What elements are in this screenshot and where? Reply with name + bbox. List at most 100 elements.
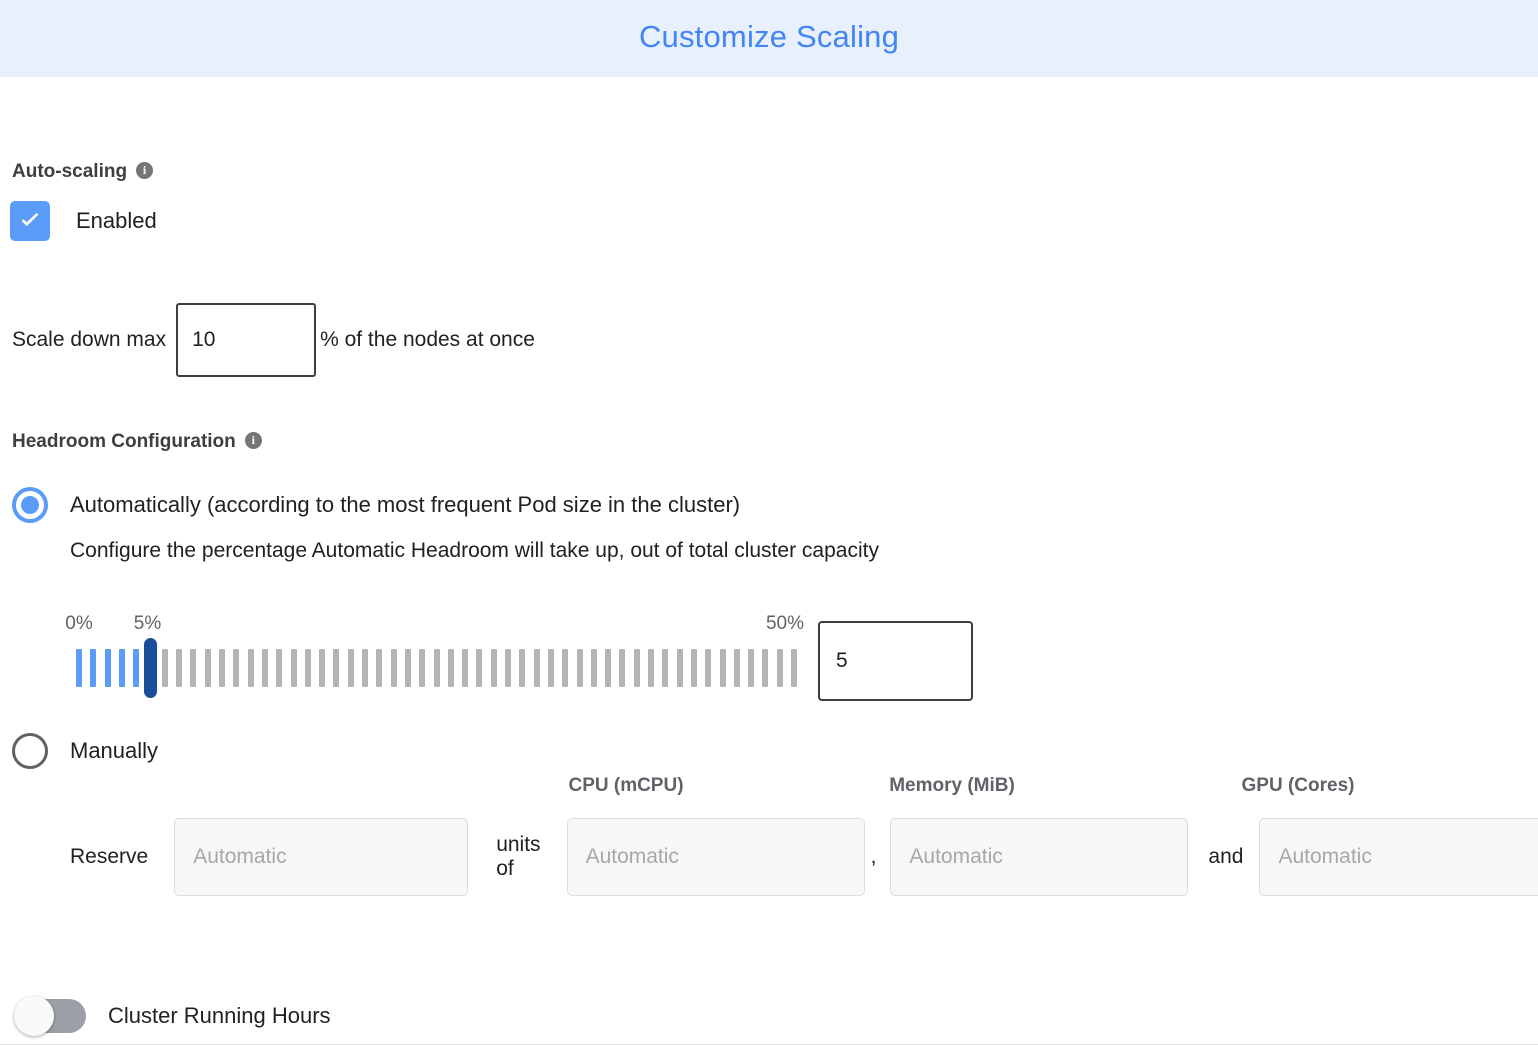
slider-current-label: 5%	[133, 613, 162, 634]
slider-tick[interactable]	[462, 649, 469, 687]
slider-tick[interactable]	[376, 649, 383, 687]
gpu-input[interactable]	[1259, 818, 1538, 896]
info-icon-glyph: i	[251, 432, 255, 447]
slider-thumb[interactable]	[144, 638, 157, 698]
slider-tick[interactable]	[319, 649, 326, 687]
radio-manually-label: Manually	[70, 738, 159, 763]
slider-tick[interactable]	[390, 649, 397, 687]
slider-tick[interactable]	[104, 649, 111, 687]
check-icon	[21, 212, 39, 227]
slider-tick[interactable]	[290, 649, 297, 687]
slider-tick[interactable]	[190, 649, 197, 687]
slider-tick[interactable]	[590, 649, 597, 687]
radio-manually[interactable]	[12, 733, 48, 769]
slider-tick[interactable]	[576, 649, 583, 687]
scale-down-max-input[interactable]	[176, 303, 317, 377]
slider-tick[interactable]	[261, 649, 268, 687]
slider-tick[interactable]	[519, 649, 526, 687]
slider-min-label: 0%	[65, 613, 93, 634]
slider-tick[interactable]	[648, 649, 654, 687]
scale-down-max-label: Scale down max	[12, 328, 167, 351]
reserve-column-headers: CPU (mCPU) Memory (MiB) GPU (Cores)	[0, 775, 1538, 801]
page-title: Customize Scaling	[638, 18, 900, 54]
slider-tick[interactable]	[791, 649, 797, 687]
headroom-section-header: Headroom Configuration i	[12, 431, 262, 453]
slider-tick[interactable]	[547, 649, 554, 687]
slider-tick[interactable]	[176, 649, 183, 687]
cpu-input[interactable]	[566, 818, 865, 896]
page-header: Customize Scaling	[0, 0, 1538, 77]
slider-tick[interactable]	[490, 649, 497, 687]
slider-tick[interactable]	[247, 649, 254, 687]
info-icon[interactable]: i	[244, 431, 262, 449]
cluster-running-hours-row[interactable]: Cluster Running Hours	[14, 996, 331, 1036]
radio-automatic[interactable]	[12, 487, 48, 523]
slider-tick[interactable]	[419, 649, 426, 687]
reserve-label: Reserve	[70, 845, 149, 868]
info-icon-glyph: i	[142, 162, 147, 177]
enabled-checkbox[interactable]	[10, 201, 50, 241]
enabled-label: Enabled	[76, 208, 157, 233]
slider-tick[interactable]	[304, 649, 311, 687]
units-of-label: units of	[496, 833, 541, 880]
slider-tick[interactable]	[605, 649, 612, 687]
slider-tick[interactable]	[733, 649, 740, 687]
memory-input[interactable]	[890, 818, 1189, 896]
slider-tick[interactable]	[705, 649, 712, 687]
slider-tick[interactable]	[562, 649, 569, 687]
slider-tick[interactable]	[233, 649, 240, 687]
slider-tick[interactable]	[776, 649, 783, 687]
info-icon[interactable]: i	[136, 161, 154, 179]
slider-scale-labels: 0% 5% 50%	[65, 613, 806, 639]
slider-tick[interactable]	[347, 649, 354, 687]
reserve-row: Reserve units of , and	[70, 818, 1538, 896]
slider-tick[interactable]	[748, 649, 755, 687]
slider-max-label: 50%	[765, 613, 805, 634]
cluster-running-hours-toggle[interactable]	[14, 996, 86, 1036]
slider-tick[interactable]	[219, 649, 225, 687]
slider-tick[interactable]	[118, 649, 125, 687]
auto-scaling-enabled-row[interactable]: Enabled	[10, 201, 157, 241]
headroom-option-automatic[interactable]: Automatically (according to the most fre…	[12, 487, 740, 523]
auto-scaling-label: Auto-scaling	[12, 161, 128, 182]
slider-tick[interactable]	[333, 649, 340, 687]
slider-tick[interactable]	[476, 649, 483, 687]
slider-tick[interactable]	[633, 649, 640, 687]
slider-tick[interactable]	[133, 649, 140, 687]
column-header-cpu: CPU (mCPU)	[568, 775, 684, 796]
slider-tick[interactable]	[404, 649, 411, 687]
comma-separator: ,	[870, 845, 877, 868]
slider-tick[interactable]	[433, 649, 440, 687]
slider-tick[interactable]	[276, 649, 283, 687]
slider-tick[interactable]	[161, 649, 168, 687]
slider-tick[interactable]	[619, 649, 626, 687]
slider-tick[interactable]	[719, 649, 726, 687]
slider-tick[interactable]	[76, 649, 82, 687]
toggle-knob	[14, 996, 54, 1036]
slider-tick[interactable]	[676, 649, 683, 687]
auto-scaling-section-header: Auto-scaling i	[12, 161, 154, 183]
headroom-option-manually[interactable]: Manually	[12, 733, 158, 769]
radio-dot	[21, 496, 39, 514]
headroom-percentage-input[interactable]	[818, 621, 973, 701]
slider-tick[interactable]	[362, 649, 368, 687]
slider-tick[interactable]	[533, 649, 540, 687]
cluster-running-hours-label: Cluster Running Hours	[108, 1003, 331, 1028]
slider-tick[interactable]	[690, 649, 697, 687]
headroom-automatic-help: Configure the percentage Automatic Headr…	[70, 539, 879, 562]
radio-automatic-label: Automatically (according to the most fre…	[70, 492, 741, 517]
slider-ticks[interactable]	[76, 638, 806, 698]
slider-tick[interactable]	[505, 649, 511, 687]
slider-tick[interactable]	[447, 649, 454, 687]
slider-tick[interactable]	[662, 649, 669, 687]
reserve-units-input[interactable]	[174, 818, 469, 896]
slider-tick[interactable]	[204, 649, 211, 687]
and-label: and	[1208, 845, 1244, 868]
scale-down-max-row: Scale down max % of the nodes at once	[12, 303, 535, 377]
headroom-percentage-slider[interactable]: 0% 5% 50%	[65, 613, 806, 703]
slider-tick[interactable]	[762, 649, 769, 687]
column-header-gpu: GPU (Cores)	[1241, 775, 1355, 796]
scale-down-max-suffix: % of the nodes at once	[320, 328, 535, 351]
slider-tick[interactable]	[90, 649, 97, 687]
